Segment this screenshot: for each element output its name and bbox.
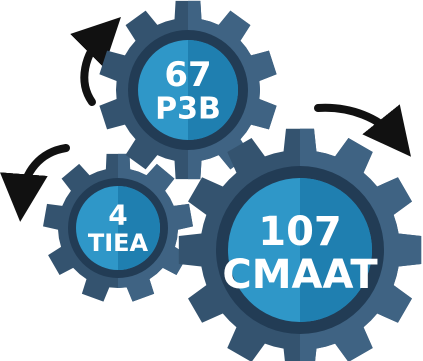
curved-arrow-icon-left xyxy=(0,144,70,222)
gear-value: 107 xyxy=(258,209,342,255)
gear-label: TIEA xyxy=(88,229,149,257)
curved-arrow-icon-right xyxy=(314,103,412,157)
gear-value: 4 xyxy=(108,199,127,232)
gear-label: CMAAT xyxy=(222,252,378,298)
gear-hub-shade xyxy=(300,178,372,322)
curved-arrow-icon-top xyxy=(70,17,121,106)
gear-hub-shade xyxy=(188,40,238,140)
gear-value: 67 xyxy=(164,55,211,95)
gear-hub-shade xyxy=(118,186,160,270)
gear-label: P3B xyxy=(155,92,221,127)
